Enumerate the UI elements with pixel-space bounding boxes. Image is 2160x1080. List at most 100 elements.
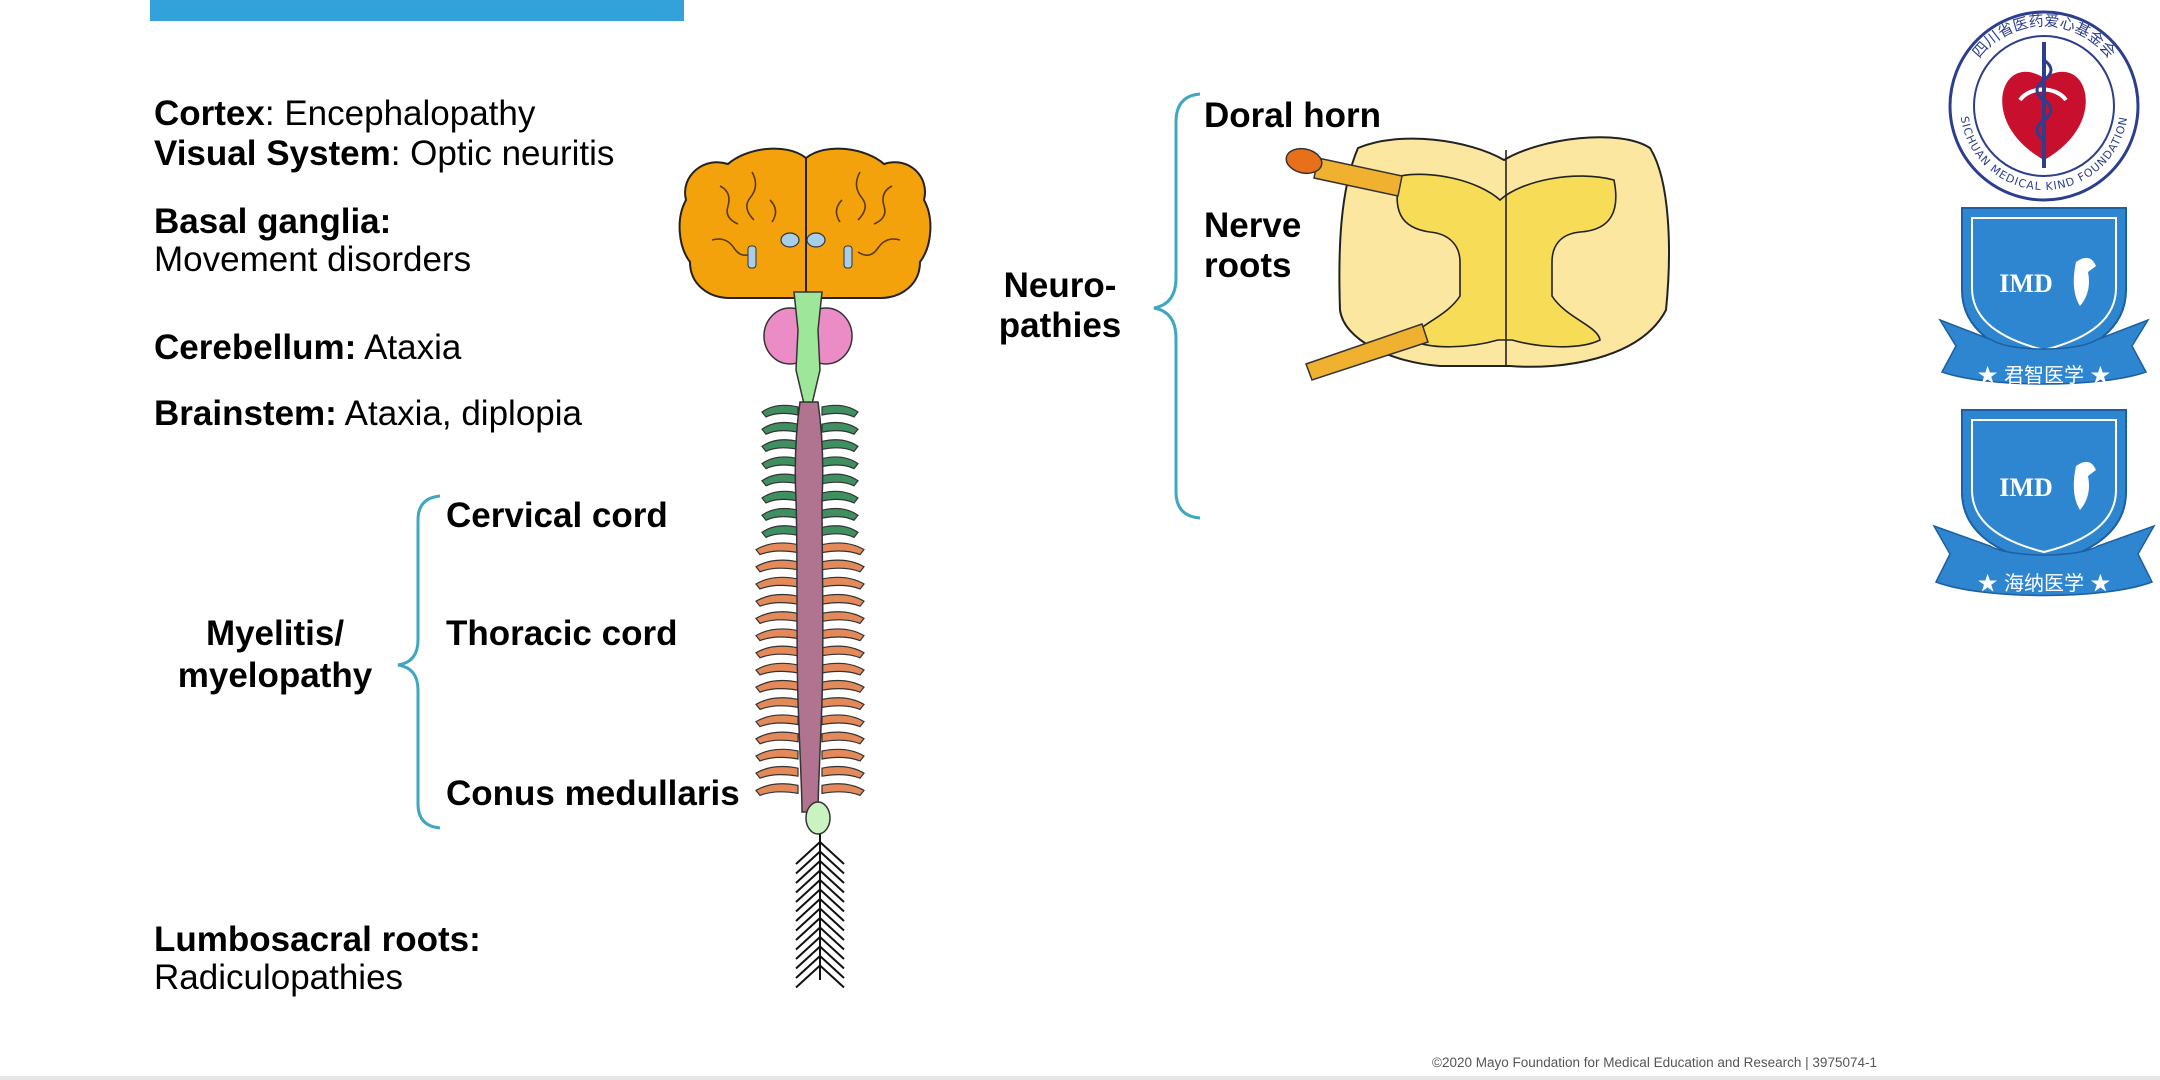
nerve-root [821, 490, 859, 504]
cauda-equina-fiber [819, 888, 845, 913]
cauda-equina [795, 834, 845, 989]
cauda-equina-fiber [819, 936, 845, 960]
basal-desc: Movement disorders [154, 240, 472, 279]
nerve-root [821, 697, 865, 711]
badge2-name: ★ 海纳医学 ★ [1978, 571, 2111, 595]
cortex-desc: : Encephalopathy [264, 94, 536, 133]
cauda-equina-fiber [819, 945, 845, 970]
cauda-equina-fiber [819, 869, 845, 894]
sichuan-foundation-seal-logo: 四川省医药爱心基金会 SICHUAN MEDICAL KIND FOUNDATI… [1948, 10, 2140, 202]
nerve-root [821, 731, 865, 745]
nerve-root [821, 714, 865, 728]
nerve-root [755, 628, 799, 642]
badge1-name: ★ 君智医学 ★ [1978, 363, 2111, 387]
badge2-abbr: IMD [1999, 473, 2052, 502]
nerve-root [821, 456, 859, 470]
nerve-root [821, 559, 865, 573]
basal-term: Basal ganglia: [154, 202, 392, 241]
nerve-root [755, 611, 799, 625]
cauda-equina-fiber [795, 955, 821, 979]
spinal-cord-cross-section [1338, 136, 1670, 368]
cauda-equina-fiber [819, 907, 845, 932]
myelitis-line1: Myelitis/ [205, 614, 345, 653]
nerve-root [821, 421, 859, 435]
nerve-root [761, 404, 799, 418]
nerve-roots-line1: Nerve [1204, 206, 1302, 245]
cortex-term: Cortex [154, 94, 265, 133]
nerve-root [755, 714, 799, 728]
visual-desc: : Optic neuritis [390, 134, 615, 173]
nerve-root [821, 525, 859, 539]
nerve-root [755, 731, 799, 745]
label-thoracic-cord: Thoracic cord [446, 614, 678, 653]
nerve-root [821, 765, 865, 779]
lumbosacral-desc: Radiculopathies [154, 958, 404, 997]
cauda-equina-fiber [795, 926, 821, 951]
lumbosacral-term: Lumbosacral roots: [154, 920, 481, 959]
nerve-root [755, 542, 799, 556]
cauda-equina-fiber [795, 936, 821, 960]
nerve-root [821, 593, 865, 607]
label-conus-medullaris: Conus medullaris [446, 774, 740, 813]
cerebellum-desc: Ataxia [356, 328, 462, 367]
cauda-equina-fiber [819, 879, 845, 903]
basal-ganglia-left [780, 232, 800, 248]
nerve-root [821, 679, 865, 693]
brainstem-term: Brainstem: [154, 394, 337, 433]
nerve-root [755, 645, 799, 659]
cauda-equina-fiber [795, 841, 821, 865]
cauda-equina-fiber [795, 860, 821, 884]
cauda-equina-fiber [819, 926, 845, 951]
myelitis-line2: myelopathy [177, 656, 373, 695]
nerve-root [761, 456, 799, 470]
cauda-equina-fiber [795, 888, 821, 913]
nerve-root [821, 628, 865, 642]
cauda-equina-fiber [819, 964, 845, 989]
nerve-root [821, 611, 865, 625]
nerve-root [821, 662, 865, 676]
cauda-equina-fiber [795, 917, 821, 941]
cauda-equina-fiber [795, 964, 821, 989]
label-cervical-cord: Cervical cord [446, 496, 668, 535]
cauda-equina-fiber [819, 860, 845, 884]
cauda-equina-fiber [795, 898, 821, 922]
cauda-equina-fiber [819, 841, 845, 865]
nerve-roots-line2: roots [1204, 246, 1292, 285]
cauda-equina-fiber [795, 850, 821, 875]
nerve-root [821, 576, 865, 590]
cauda-equina-fiber [795, 945, 821, 970]
spinal-cord [794, 401, 824, 813]
conus-medullaris [805, 801, 831, 835]
nerve-root [755, 662, 799, 676]
nerve-root [821, 542, 865, 556]
nerve-root [821, 404, 859, 418]
cauda-equina-fiber [819, 955, 845, 979]
neuropathies-bracket [1153, 92, 1201, 520]
nerve-root [761, 421, 799, 435]
nerve-root [821, 645, 865, 659]
cauda-equina-fiber [795, 879, 821, 903]
nerve-root [761, 490, 799, 504]
title-accent-bar [150, 0, 684, 21]
visual-term: Visual System [154, 134, 391, 173]
nerve-root [821, 439, 859, 453]
dorsal-root [1285, 147, 1403, 197]
label-dorsal-horn: Doral horn [1204, 96, 1381, 135]
nerve-root [755, 559, 799, 573]
basal-ganglia-right [806, 232, 826, 248]
nerve-root [761, 439, 799, 453]
brain-cortex [678, 147, 932, 299]
imd-badge-junzhi-logo: IMD ★ 君智医学 ★ [1938, 207, 2150, 387]
brainstem-desc: Ataxia, diplopia [336, 394, 582, 433]
nerve-root [821, 507, 859, 521]
nerve-root [755, 765, 799, 779]
ventral-root [1305, 323, 1429, 381]
spinal-nerve-roots [755, 404, 865, 797]
cerebellum-term: Cerebellum: [154, 328, 357, 367]
nerve-root [755, 697, 799, 711]
nerve-root [761, 525, 799, 539]
nerve-root [821, 783, 865, 797]
badge1-abbr: IMD [1999, 269, 2052, 298]
brainstem [793, 291, 823, 405]
